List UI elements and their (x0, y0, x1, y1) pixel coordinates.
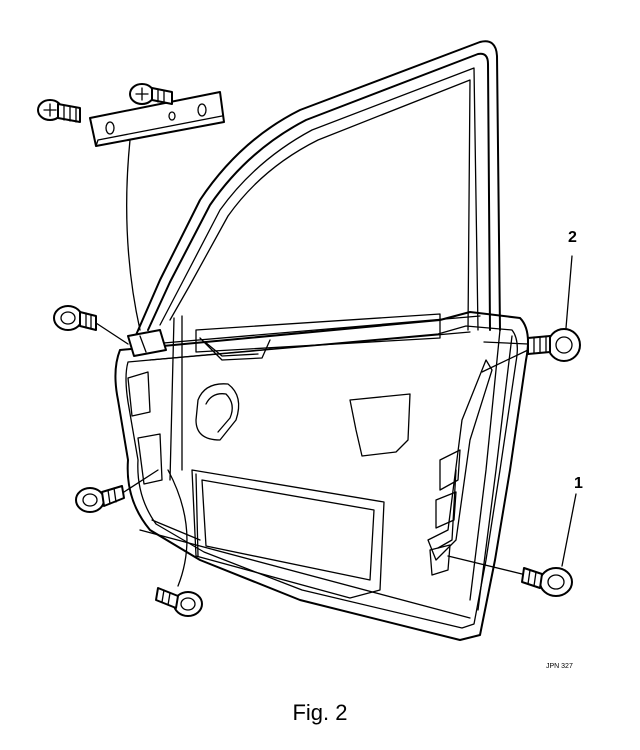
reference-code: JPN 327 (546, 663, 573, 670)
door-exploded-diagram: 2 1 JPN 327 (37, 40, 583, 670)
bolt-left-middle (75, 469, 159, 513)
alignment-line (126, 139, 141, 331)
screw-hinge-plate (129, 83, 173, 105)
bolt-item-1 (447, 493, 577, 597)
callout-label-1: 1 (574, 475, 583, 492)
screw-top-left (37, 99, 81, 123)
bolt-bottom-left (155, 469, 203, 617)
figure-caption: Fig. 2 (292, 700, 348, 725)
callout-label-2: 2 (568, 229, 577, 246)
door-panel (114, 311, 529, 641)
bolt-left-upper (53, 305, 129, 345)
bolt-item-2 (481, 255, 581, 373)
hinge-plate (89, 91, 225, 147)
